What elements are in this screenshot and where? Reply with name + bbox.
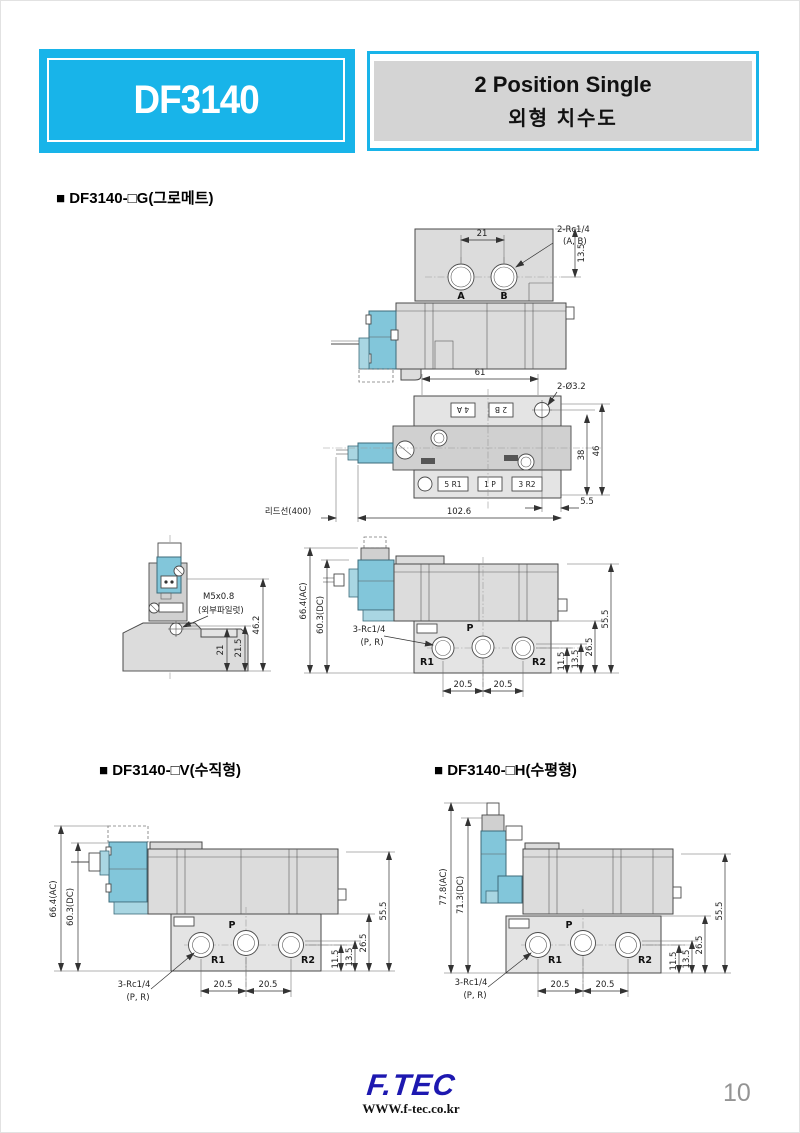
g-dim-length: 102.6	[447, 507, 471, 517]
g-end-view: M5x0.8 (외부파일럿) 21 21.5 46.2	[122, 535, 271, 679]
g-plan-view: 4 A 2 B 5 R1 1 P 3 R2 61	[265, 368, 610, 522]
g-dim-215: 21.5	[234, 639, 244, 658]
g-side-view	[331, 302, 575, 383]
h-thread-sub: (P, R)	[463, 991, 486, 1001]
page-title-box: 2 Position Single 외형 치수도	[367, 51, 759, 151]
h-dim-ac: 77.8(AC)	[439, 868, 449, 905]
g-port-r1: R1	[420, 657, 434, 668]
h-dim-w2: 20.5	[596, 980, 615, 990]
section-title-horizontal: ■ DF3140-□H(수평형)	[434, 762, 577, 779]
logo-text: F.TEC	[365, 1069, 457, 1102]
v-dim-w1: 20.5	[214, 980, 233, 990]
g-dim-pitch: 21	[477, 229, 488, 239]
g-plan-4a: 4 A	[456, 405, 469, 414]
v-thread: 3-Rc1/4	[118, 980, 151, 990]
g-dim-55: 5.5	[580, 497, 594, 507]
section-title-grommet: ■ DF3140-□G(그로메트)	[56, 190, 214, 207]
h-dim-555: 55.5	[715, 902, 725, 921]
model-badge: DF3140	[39, 49, 355, 153]
h-dim-265: 26.5	[695, 936, 705, 955]
g-hole-label: 2-Ø3.2	[557, 381, 586, 392]
g-dim-w1: 20.5	[454, 680, 473, 690]
model-badge-inner: DF3140	[47, 58, 345, 142]
v-thread-sub: (P, R)	[126, 993, 149, 1003]
model-name: DF3140	[133, 77, 259, 122]
v-dim-ac: 66.4(AC)	[49, 880, 59, 917]
g-port-r2: R2	[532, 657, 546, 668]
v-port-r2: R2	[301, 955, 315, 966]
g-pilot-label: M5x0.8	[203, 592, 234, 602]
g-dim-21: 21	[216, 645, 226, 656]
h-dim-w1: 20.5	[551, 980, 570, 990]
g-port-a-label: A	[457, 291, 465, 302]
h-thread: 3-Rc1/4	[455, 978, 488, 988]
logo-url: WWW.f-tec.co.kr	[362, 1101, 460, 1116]
v-dim-555: 55.5	[379, 902, 389, 921]
g-side-thread-sub: (P, R)	[360, 638, 383, 648]
h-drawing: P R1 R2 77.8(AC) 71.3(DC) 3-Rc1/4 (P, R)…	[439, 802, 731, 1001]
v-drawing: P R1 R2 66.4(AC) 60.3(DC) 3-Rc1/4 (P, R)…	[49, 825, 395, 1003]
v-dim-265: 26.5	[359, 934, 369, 953]
g-port-p: P	[467, 623, 474, 634]
page-subtitle: 외형 치수도	[508, 107, 618, 130]
page-title-inner: 2 Position Single 외형 치수도	[374, 61, 752, 141]
h-port-r2: R2	[638, 955, 652, 966]
g-dim-555: 55.5	[601, 610, 611, 629]
v-port-r1: R1	[211, 955, 225, 966]
g-dim-115: 11.5	[557, 652, 567, 671]
g-dim-ac: 66.4(AC)	[299, 582, 309, 619]
g-dim-38: 38	[577, 450, 587, 461]
drawing-v-h: P R1 R2 66.4(AC) 60.3(DC) 3-Rc1/4 (P, R)…	[49, 802, 731, 1003]
v-dim-dc: 60.3(DC)	[66, 888, 76, 926]
h-dim-135: 13.5	[682, 950, 692, 969]
v-port-p: P	[229, 920, 236, 931]
v-dim-135: 13.5	[345, 948, 355, 967]
g-dim-depth: 13.5	[577, 244, 587, 263]
g-dim-135: 13.5	[571, 650, 581, 669]
company-logo: F.TEC WWW.f-tec.co.kr	[341, 1069, 481, 1117]
g-plan-2b: 2 B	[495, 405, 507, 414]
page-number: 10	[723, 1079, 751, 1107]
g-top-view: A B 21 2-Rc1/4 (A, B) 13.5	[414, 225, 590, 302]
h-port-p: P	[566, 920, 573, 931]
g-dim-46: 46	[592, 446, 602, 457]
h-port-r1: R1	[548, 955, 562, 966]
g-dim-width: 61	[475, 368, 486, 378]
g-dim-dc: 60.3(DC)	[316, 596, 326, 634]
g-dim-265: 26.5	[585, 638, 595, 657]
g-side-thread: 3-Rc1/4	[353, 625, 386, 635]
g-thread-label: 2-Rc1/4	[557, 225, 590, 235]
h-dim-dc: 71.3(DC)	[456, 876, 466, 914]
g-pilot-sub: (외부파일럿)	[198, 605, 244, 616]
section-title-vertical: ■ DF3140-□V(수직형)	[99, 762, 242, 779]
h-dim-115: 11.5	[669, 952, 679, 971]
g-dim-462: 46.2	[252, 616, 262, 635]
g-dim-w2: 20.5	[494, 680, 513, 690]
g-lead-wire: 리드선(400)	[265, 507, 311, 517]
g-plan-1p: 1 P	[484, 480, 496, 489]
g-port-b-label: B	[500, 291, 507, 302]
g-base-view: P R1 R2 3-Rc1/4 (P, R) 66.4(AC) 60.3(DC)…	[299, 536, 619, 697]
g-plan-5r1: 5 R1	[444, 480, 461, 489]
g-plan-3r2: 3 R2	[518, 480, 535, 489]
page-title: 2 Position Single	[474, 71, 652, 97]
v-dim-115: 11.5	[331, 950, 341, 969]
v-dim-w2: 20.5	[259, 980, 278, 990]
drawing-grommet: A B 21 2-Rc1/4 (A, B) 13.5	[122, 225, 619, 697]
